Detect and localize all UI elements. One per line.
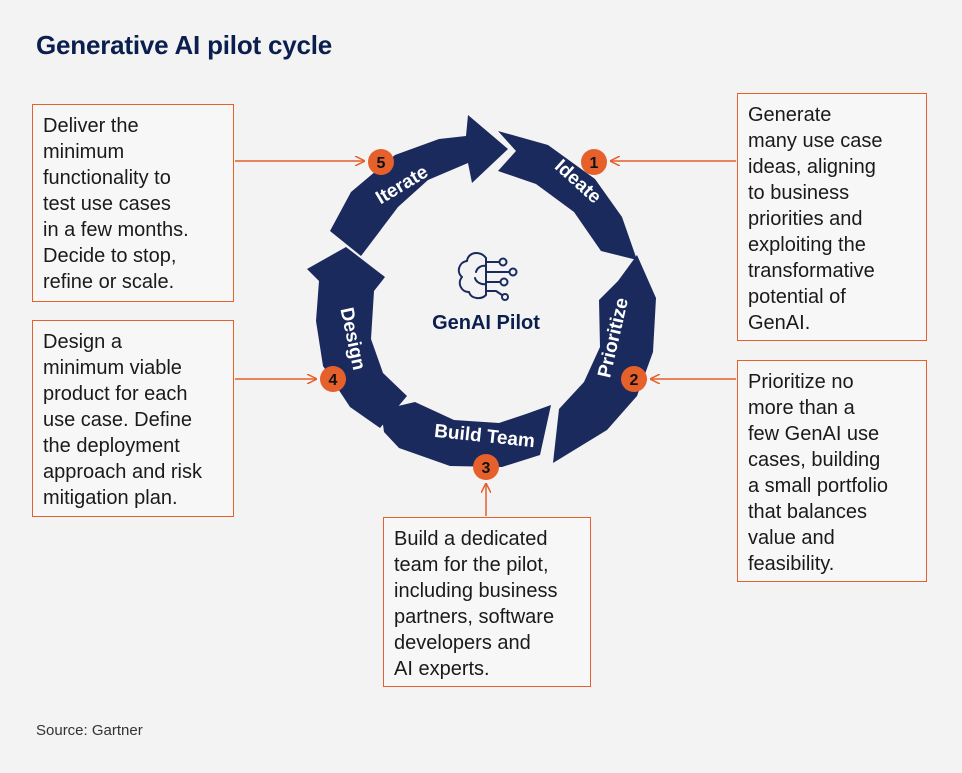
stage-5-description: Deliver the minimum functionality to tes… — [32, 104, 234, 302]
stage-badge-2: 2 — [621, 366, 647, 392]
svg-text:4: 4 — [329, 372, 338, 389]
svg-text:5: 5 — [377, 155, 386, 172]
svg-text:1: 1 — [590, 155, 599, 172]
brain-circuit-icon — [457, 252, 518, 301]
cycle-segment-prioritize — [553, 255, 656, 463]
stage-3-description: Build a dedicated team for the pilot, in… — [383, 517, 591, 687]
stage-1-description: Generate many use case ideas, aligning t… — [737, 93, 927, 341]
svg-text:3: 3 — [482, 460, 491, 477]
cycle-segment-iterate — [330, 115, 508, 256]
cycle-segment-build-team — [381, 402, 551, 467]
stage-4-description: Design a minimum viable product for each… — [32, 320, 234, 517]
center-label: GenAI Pilot — [432, 312, 540, 334]
diagram-title: Generative AI pilot cycle — [36, 30, 333, 60]
stage-badge-3: 3 — [473, 454, 499, 480]
svg-text:2: 2 — [630, 372, 639, 389]
stage-badge-1: 1 — [581, 149, 607, 175]
source-note: Source: Gartner — [36, 722, 143, 739]
cycle-segment-design — [307, 247, 407, 428]
stage-badge-4: 4 — [320, 366, 346, 392]
cycle-segment-ideate — [498, 131, 637, 260]
stage-2-description: Prioritize no more than a few GenAI use … — [737, 360, 927, 582]
stage-badge-5: 5 — [368, 149, 394, 175]
